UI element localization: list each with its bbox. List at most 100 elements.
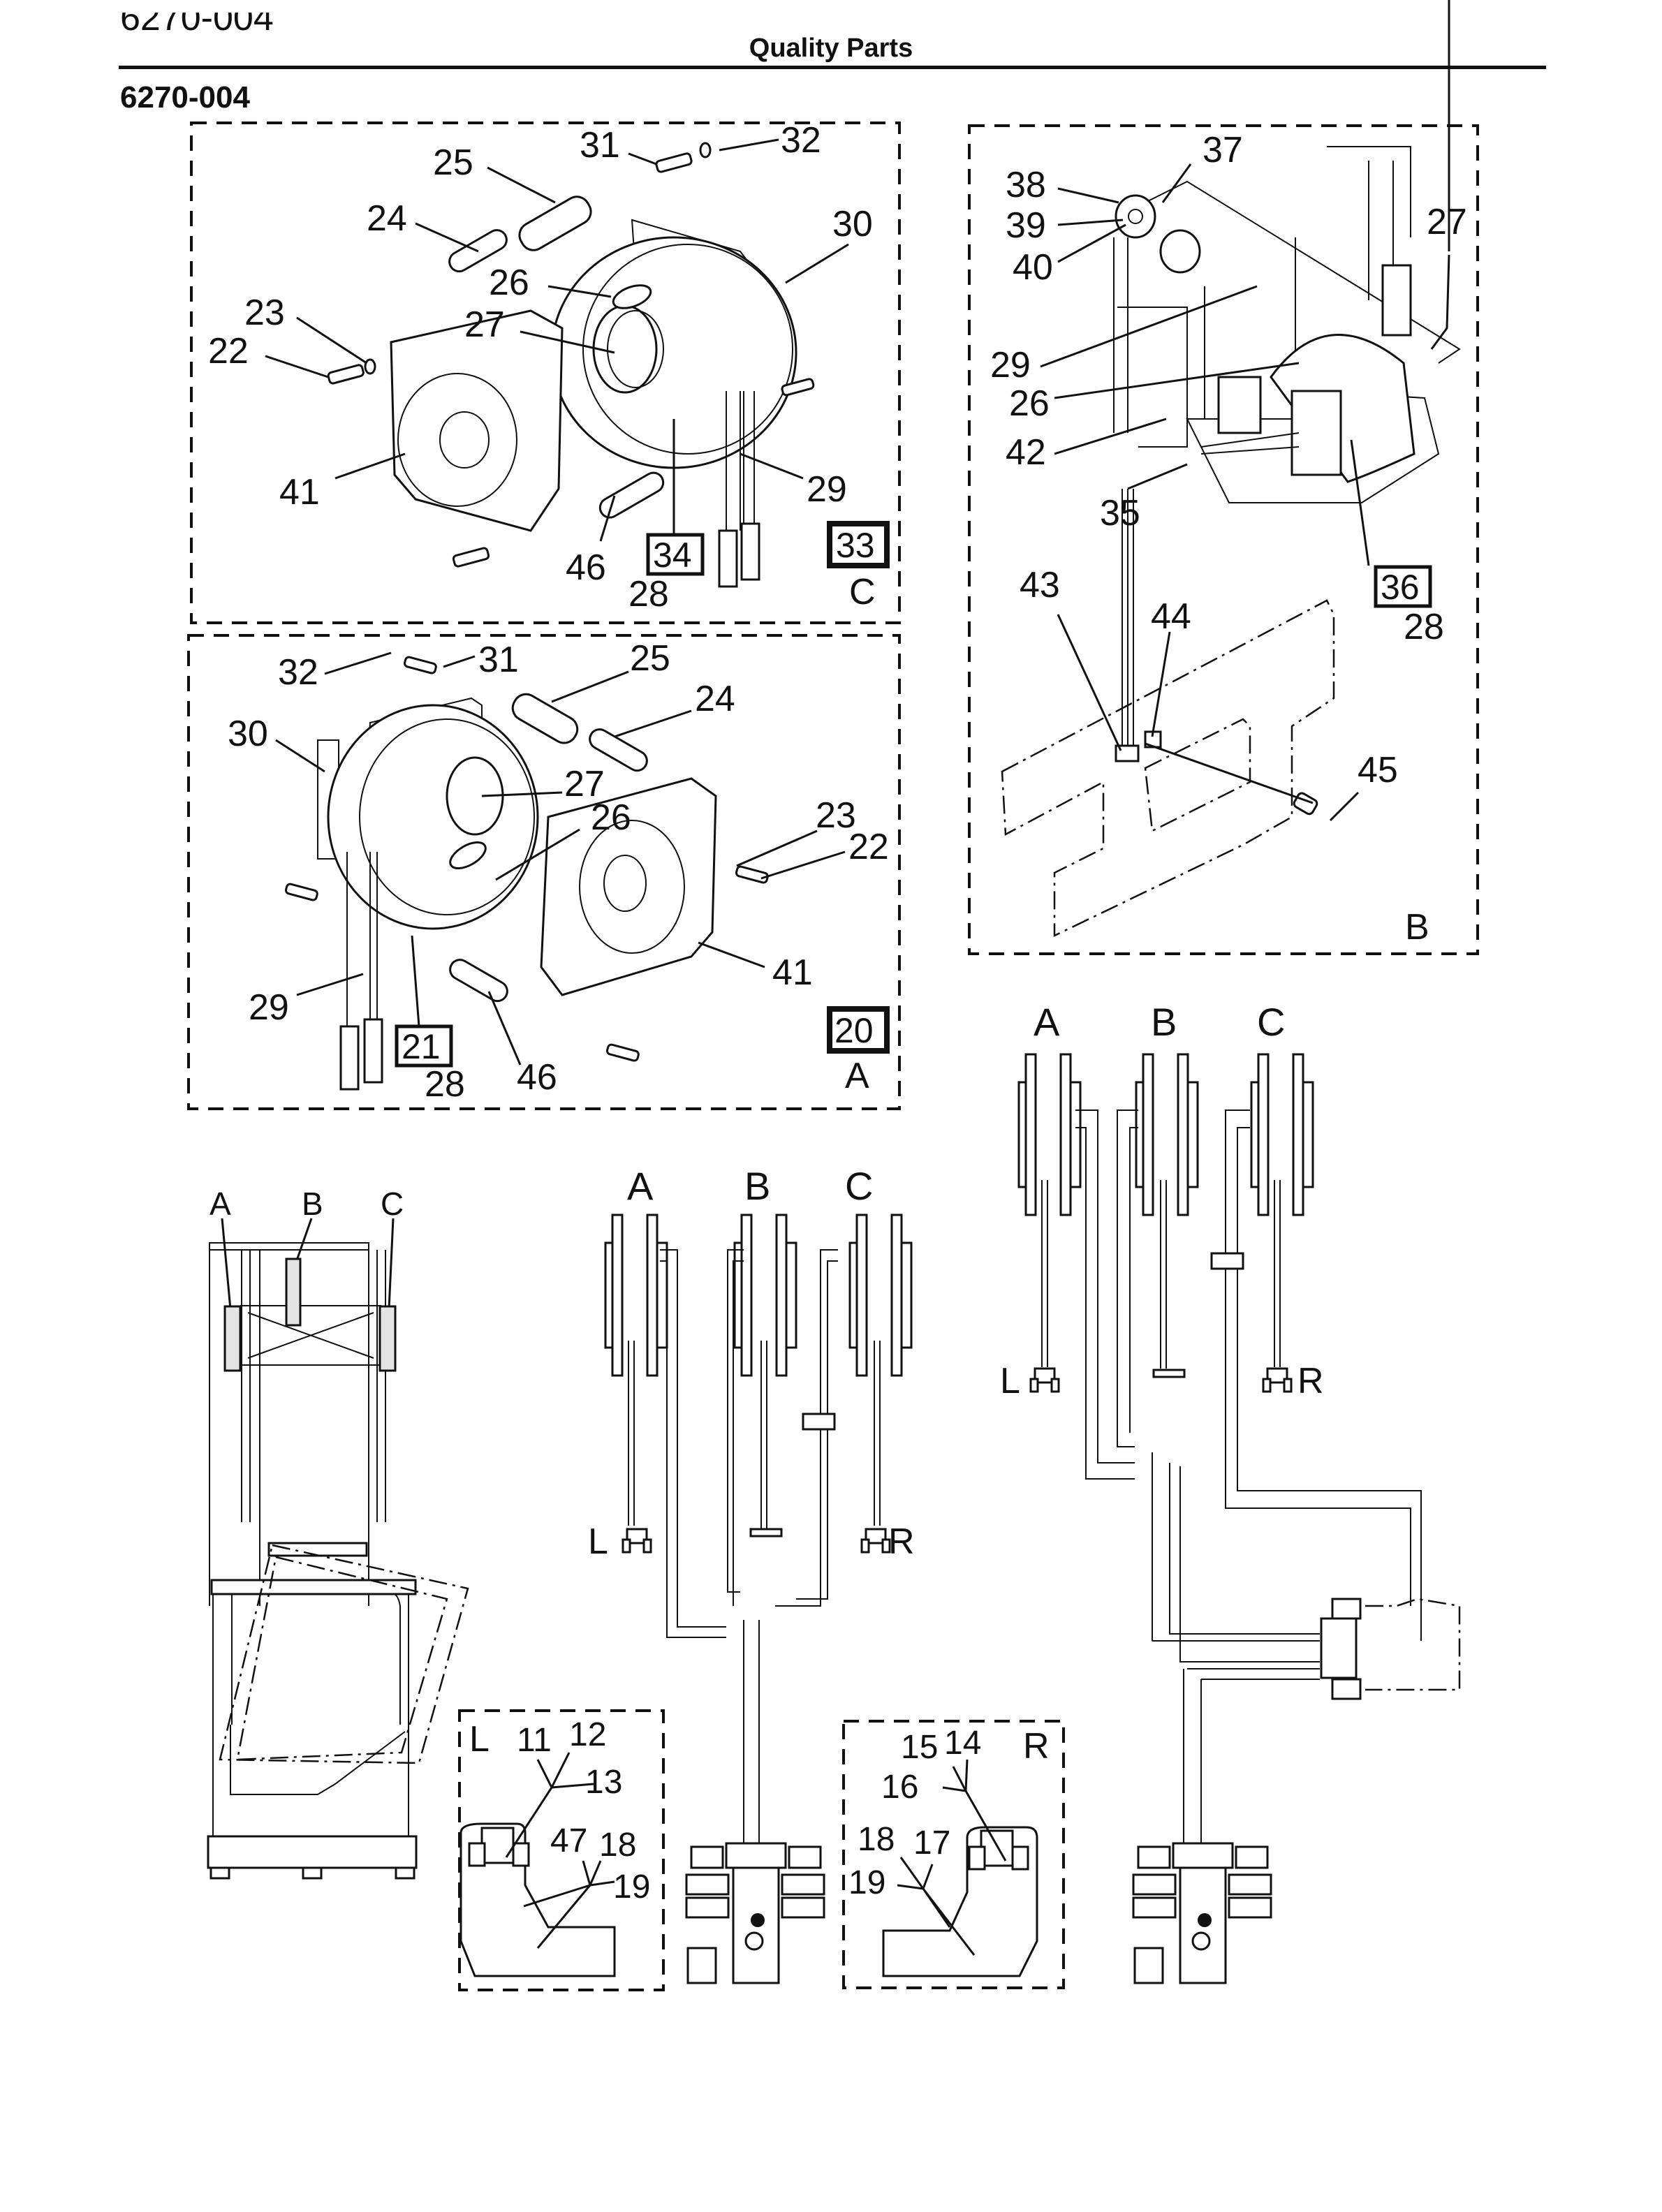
callout-label: 14	[944, 1725, 981, 1762]
truck-chassis-base	[207, 1835, 418, 1869]
hose-to-valve	[743, 1620, 760, 1850]
reel-flange	[900, 1241, 913, 1349]
callout-label: 25	[433, 142, 473, 183]
callout-label: 15	[901, 1729, 938, 1766]
reel-handle	[449, 841, 487, 870]
callout-label: 17	[913, 1824, 950, 1861]
hose-a-to-l	[628, 1341, 635, 1526]
reel-c-position	[378, 1305, 397, 1372]
hose-fitting	[740, 522, 760, 581]
electrical-line	[1365, 1598, 1461, 1691]
callout-label: 35	[1100, 493, 1140, 533]
boxed-callout	[827, 521, 890, 568]
wheel	[302, 1866, 323, 1880]
callout-label: 40	[1013, 247, 1053, 288]
reel-flange	[1302, 1081, 1314, 1188]
hose-b-drop	[1160, 1180, 1167, 1369]
callout-label: 31	[478, 640, 519, 680]
callout-label: 26	[1009, 383, 1050, 424]
truck-mast-overview: A B C	[207, 1186, 469, 1880]
callout-label: 46	[517, 1057, 557, 1098]
hose-fitting	[718, 529, 738, 588]
callout-label: 37	[1203, 130, 1243, 170]
chassis-outline	[1144, 718, 1251, 832]
washer	[364, 358, 376, 375]
reel-group	[1017, 1053, 1314, 1216]
reel-group	[604, 1214, 913, 1377]
callout-label: 24	[367, 198, 407, 239]
side-label-l: L	[1000, 1361, 1020, 1401]
chassis-outline	[1001, 599, 1335, 937]
hose-schematic-left: A B C L R	[588, 1164, 915, 1984]
hose-fitting	[339, 1025, 360, 1091]
bolt	[655, 152, 693, 173]
reel-hub-inner	[607, 310, 664, 388]
bolt	[605, 1043, 640, 1062]
view-a-callouts: 32 31 25 24 30 27 26 23 22 41 29 28 46	[228, 638, 890, 1105]
boxed-callout	[1374, 565, 1432, 608]
callout-label: 22	[848, 827, 889, 867]
handle-knob	[468, 1842, 486, 1867]
cover-ring	[579, 820, 685, 954]
handle-housing	[882, 1826, 1038, 1977]
side-label-r: R	[888, 1521, 915, 1562]
reel-flange	[1177, 1053, 1189, 1216]
connector-r-icon	[1262, 1367, 1293, 1393]
tilted-mast-outline	[236, 1556, 448, 1761]
reel-flange	[646, 1214, 659, 1377]
reel-flange	[740, 1214, 753, 1377]
boxed-callout-label: 20	[834, 1011, 874, 1050]
boxed-callout	[827, 1006, 890, 1054]
callout-label: 12	[569, 1716, 606, 1753]
cover-center	[439, 411, 490, 469]
hose-a-return	[660, 1249, 726, 1638]
hose-end-cap	[749, 1528, 783, 1538]
boxed-callout	[395, 1024, 453, 1068]
view-b-callouts: 37 38 39 40 27 29 26 42 35 28 43 44	[990, 0, 1467, 948]
spacer-tube	[518, 196, 592, 251]
callout-label: 27	[464, 304, 505, 345]
figure-number: 6270-004	[120, 80, 250, 115]
cover-center	[603, 855, 647, 912]
bolt	[735, 865, 769, 884]
reel-label-c: C	[845, 1164, 873, 1208]
connector-r-icon	[860, 1528, 891, 1554]
callout-label: 46	[566, 547, 606, 588]
callout-label: 29	[249, 987, 289, 1028]
hydraulic-hoses	[346, 852, 378, 1033]
handle-switch-block	[480, 1827, 515, 1864]
reel-flange	[1142, 1053, 1154, 1216]
reel-a-position	[223, 1305, 242, 1372]
callout-label: 26	[591, 797, 631, 838]
control-valve-block	[1132, 1842, 1272, 1984]
reel-label-b: B	[744, 1164, 770, 1208]
control-valve-block	[685, 1842, 825, 1984]
sensor-cable	[1122, 489, 1134, 747]
callout-label: 29	[807, 469, 847, 510]
callout-label: 38	[1006, 165, 1046, 205]
wheel	[395, 1866, 416, 1880]
hose-a-to-l	[1041, 1180, 1048, 1367]
boxed-callout	[646, 533, 705, 576]
mast-label-c: C	[381, 1186, 404, 1222]
reel-flange	[1292, 1053, 1304, 1216]
detail-r-frame	[842, 1720, 1065, 1989]
bolt	[284, 883, 318, 901]
carriage-cross-brace	[247, 1312, 374, 1359]
cover-ring	[397, 373, 517, 507]
callout-label: 31	[580, 125, 620, 165]
callout-label: 41	[279, 472, 320, 513]
spacer-tube	[449, 959, 508, 1003]
hose-clamp	[1210, 1252, 1244, 1270]
detail-side-label: R	[1023, 1726, 1050, 1767]
callout-label: 42	[1006, 432, 1046, 473]
callout-label: 11	[517, 1722, 552, 1759]
mast-label-a: A	[209, 1186, 231, 1222]
callout-label: 45	[1358, 750, 1398, 790]
boxed-callout-label: 34	[653, 536, 692, 575]
reel-flange	[1024, 1053, 1037, 1216]
view-b-frame	[968, 124, 1479, 955]
reel-label-b: B	[1151, 1000, 1177, 1044]
callout-label: 29	[990, 345, 1031, 385]
hose-schematic-right: A B C L R	[1000, 1000, 1461, 1984]
